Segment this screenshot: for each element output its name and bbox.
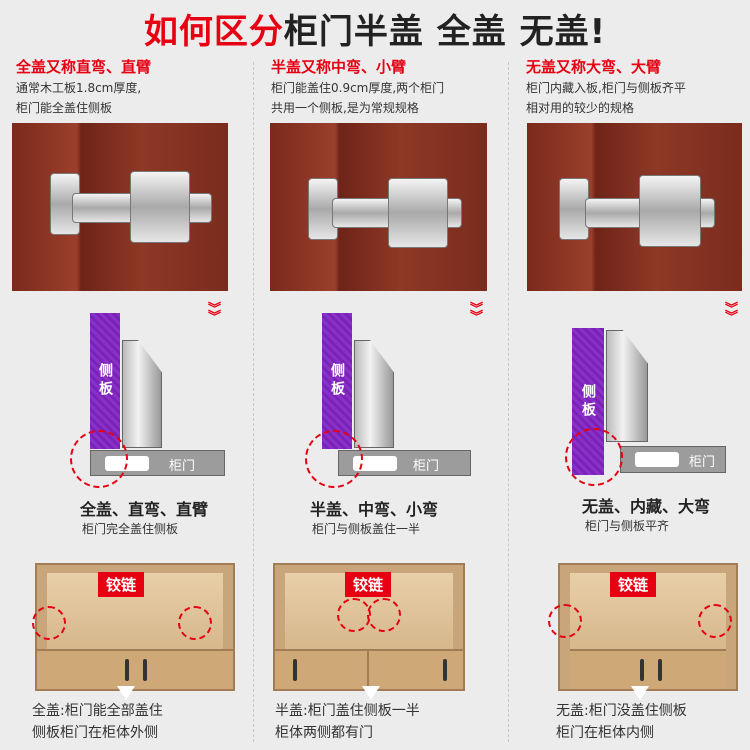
highlight-circle bbox=[178, 606, 212, 640]
caption-sub: 柜门完全盖住侧板 bbox=[82, 522, 179, 536]
text-line: 半盖:柜门盖住侧板一半 bbox=[275, 703, 420, 719]
hinge-label: 铰链 bbox=[610, 572, 657, 597]
desc-line: 柜门内藏入板,柜门与侧板齐平 bbox=[526, 81, 686, 95]
arrow-down-icon bbox=[117, 686, 135, 700]
desc-line: 柜门能盖住0.9cm厚度,两个柜门 bbox=[271, 81, 445, 95]
page-title: 如何区分柜门半盖 全盖 无盖! bbox=[143, 12, 607, 52]
desc-line: 通常木工板1.8cm厚度, bbox=[16, 81, 142, 95]
text-line: 无盖:柜门没盖住侧板 bbox=[556, 703, 687, 719]
hinge-photo bbox=[527, 123, 742, 291]
arrow-down-icon bbox=[631, 686, 649, 700]
column-heading: 无盖又称大弯、大臂 bbox=[526, 58, 662, 76]
hinge-diagram bbox=[122, 340, 162, 448]
caption-title: 半盖、中弯、小弯 bbox=[310, 500, 439, 519]
caption-title: 全盖、直弯、直臂 bbox=[80, 500, 209, 519]
bottom-description: 全盖:柜门能全部盖住侧板柜门在柜体外侧 bbox=[32, 700, 163, 744]
highlight-circle bbox=[70, 430, 128, 488]
door-panel: 柜门 bbox=[620, 446, 726, 473]
highlight-circle bbox=[565, 428, 623, 486]
inset-column: 无盖又称大弯、大臂 柜门内藏入板,柜门与侧板齐平相对用的较少的规格 ︾︾ 侧板 … bbox=[520, 0, 750, 750]
side-panel: 侧板 bbox=[322, 313, 352, 449]
hinge-diagram bbox=[606, 330, 648, 442]
highlight-circle bbox=[698, 604, 732, 638]
hinge-photo bbox=[270, 123, 487, 291]
highlight-circle bbox=[32, 606, 66, 640]
side-panel: 侧板 bbox=[90, 313, 120, 449]
caption-title: 无盖、内藏、大弯 bbox=[582, 497, 711, 516]
desc-line: 相对用的较少的规格 bbox=[526, 101, 635, 115]
bottom-description: 无盖:柜门没盖住侧板柜门在柜体内侧 bbox=[556, 700, 687, 744]
hinge-label: 铰链 bbox=[98, 572, 145, 597]
chevron-down-icon: ︾︾ bbox=[208, 302, 222, 325]
highlight-circle bbox=[367, 598, 401, 632]
chevron-down-icon: ︾︾ bbox=[725, 302, 739, 325]
text-line: 全盖:柜门能全部盖住 bbox=[32, 703, 163, 719]
full-overlay-column: 全盖又称直弯、直臂 通常木工板1.8cm厚度, 柜门能全盖住侧板 ︾︾ 侧板 柜门… bbox=[10, 0, 255, 750]
text-line: 柜体两侧都有门 bbox=[275, 725, 373, 741]
desc-line: 柜门能全盖住侧板 bbox=[16, 101, 113, 115]
caption-sub: 柜门与侧板盖住一半 bbox=[312, 522, 421, 536]
divider bbox=[253, 62, 254, 742]
column-heading: 全盖又称直弯、直臂 bbox=[16, 58, 152, 76]
half-overlay-column: 半盖又称中弯、小臂 柜门能盖住0.9cm厚度,两个柜门共用一个侧板,是为常规规格… bbox=[265, 0, 510, 750]
desc-line: 共用一个侧板,是为常规规格 bbox=[271, 101, 419, 115]
highlight-circle bbox=[548, 604, 582, 638]
caption-sub: 柜门与侧板平齐 bbox=[585, 519, 670, 533]
hinge-label: 铰链 bbox=[345, 572, 392, 597]
column-description: 柜门内藏入板,柜门与侧板齐平相对用的较少的规格 bbox=[526, 78, 750, 118]
column-description: 通常木工板1.8cm厚度, 柜门能全盖住侧板 bbox=[16, 78, 251, 118]
divider bbox=[508, 62, 509, 742]
text-line: 柜门在柜体内侧 bbox=[556, 725, 654, 741]
highlight-circle bbox=[305, 430, 363, 488]
text-line: 侧板柜门在柜体外侧 bbox=[32, 725, 158, 741]
hinge-photo bbox=[12, 123, 228, 291]
chevron-down-icon: ︾︾ bbox=[470, 302, 484, 325]
hinge-diagram bbox=[354, 340, 394, 448]
bottom-description: 半盖:柜门盖住侧板一半柜体两侧都有门 bbox=[275, 700, 420, 744]
column-description: 柜门能盖住0.9cm厚度,两个柜门共用一个侧板,是为常规规格 bbox=[271, 78, 506, 118]
column-heading: 半盖又称中弯、小臂 bbox=[271, 58, 407, 76]
highlight-circle bbox=[337, 598, 371, 632]
arrow-down-icon bbox=[362, 686, 380, 700]
